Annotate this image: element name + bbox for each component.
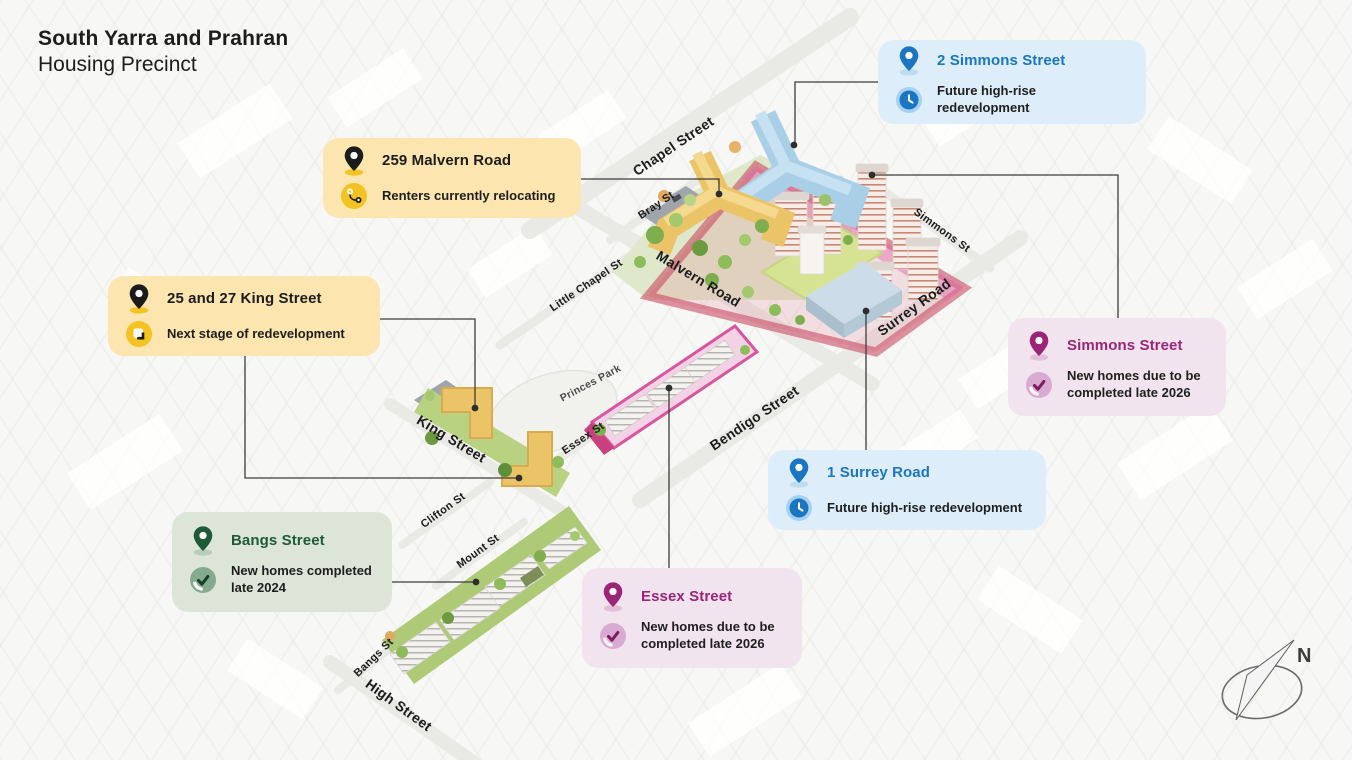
street-label-little-chapel-st: Little Chapel St bbox=[548, 257, 625, 314]
callout-subtitle: Future high-rise redevelopment bbox=[937, 83, 1036, 115]
connector-king-b bbox=[244, 356, 519, 479]
compass-needle-light bbox=[1235, 639, 1295, 721]
callout-1-surrey-road: 1 Surrey Road Future high-rise redevelop… bbox=[768, 450, 1046, 530]
building-25-king-street bbox=[441, 387, 493, 439]
callout-title: Essex Street bbox=[641, 588, 733, 606]
page-title-line2: Housing Precinct bbox=[38, 52, 197, 76]
callout-25-27-king-street: 25 and 27 King Street Next stage of rede… bbox=[108, 276, 380, 356]
callout-subtitle: New homes completed late 2024 bbox=[231, 563, 372, 595]
callout-title: Simmons Street bbox=[1067, 337, 1183, 355]
king-street-site bbox=[414, 387, 570, 497]
page-title-line1: South Yarra and Prahran bbox=[38, 27, 289, 50]
callout-title: Bangs Street bbox=[231, 532, 325, 550]
callout-bangs-street: Bangs Street New homes completed late 20… bbox=[172, 512, 392, 612]
map-pin-icon bbox=[894, 45, 924, 76]
map-pin-icon bbox=[1024, 330, 1054, 361]
callout-title: 259 Malvern Road bbox=[382, 152, 512, 169]
trees bbox=[385, 141, 853, 658]
compass-north-label: N bbox=[1297, 645, 1311, 667]
callout-title: 25 and 27 King Street bbox=[167, 290, 322, 307]
callout-simmons-street: Simmons Street New homes due to be compl… bbox=[1008, 318, 1226, 416]
connector-2-simmons bbox=[794, 81, 880, 145]
map-pin-icon bbox=[124, 283, 154, 314]
map-pin-icon bbox=[188, 525, 218, 556]
callout-title: 1 Surrey Road bbox=[827, 464, 931, 481]
street-label-high-street: High Street bbox=[363, 676, 436, 735]
compass: N bbox=[1221, 639, 1311, 721]
callout-subtitle: Next stage of redevelopment bbox=[167, 325, 345, 341]
check-icon bbox=[188, 567, 218, 593]
callout-essex-street: Essex Street New homes due to be complet… bbox=[582, 568, 802, 668]
check-icon bbox=[598, 623, 628, 649]
connector-malvern bbox=[580, 178, 720, 194]
road-mount-st bbox=[432, 518, 528, 590]
check-icon bbox=[1024, 372, 1054, 398]
road-chapel-street bbox=[521, 8, 859, 239]
map-pin-icon bbox=[598, 581, 628, 612]
car bbox=[671, 193, 682, 203]
page-title: South Yarra and Prahran Housing Precinct bbox=[38, 26, 288, 77]
map-pin-icon bbox=[339, 145, 369, 176]
map-pin-icon bbox=[784, 457, 814, 488]
street-label-bendigo-street: Bendigo Street bbox=[707, 382, 802, 453]
building-2-simmons-street bbox=[729, 110, 871, 229]
road-king-street bbox=[384, 398, 566, 516]
street-label-bangs-st: Bangs St bbox=[352, 636, 396, 679]
building-1-surrey-road bbox=[806, 262, 902, 338]
clock-icon bbox=[894, 87, 924, 113]
callout-title: 2 Simmons Street bbox=[937, 52, 1066, 70]
clock-icon bbox=[784, 495, 814, 521]
connector-simmons bbox=[872, 174, 1119, 318]
callout-subtitle: New homes due to be completed late 2026 bbox=[1067, 368, 1201, 400]
road-clifton-st bbox=[398, 478, 494, 549]
callout-subtitle: New homes due to be completed late 2026 bbox=[641, 619, 775, 651]
callout-259-malvern-road: 259 Malvern Road Renters currently reloc… bbox=[323, 138, 581, 218]
relocate-icon bbox=[339, 183, 369, 209]
road-high-street bbox=[323, 655, 483, 760]
street-label-clifton-st: Clifton St bbox=[419, 490, 468, 530]
next-stage-icon bbox=[124, 321, 154, 347]
bangs-street-site bbox=[382, 506, 601, 684]
callout-subtitle: Future high-rise redevelopment bbox=[827, 499, 1023, 515]
callout-2-simmons-street: 2 Simmons Street Future high-rise redeve… bbox=[878, 40, 1146, 124]
building-259-malvern-road bbox=[647, 150, 796, 256]
connectors bbox=[244, 81, 1119, 586]
callout-subtitle: Renters currently relocating bbox=[382, 187, 556, 203]
connector-king-a bbox=[380, 318, 476, 408]
essex-street-site bbox=[584, 324, 760, 455]
